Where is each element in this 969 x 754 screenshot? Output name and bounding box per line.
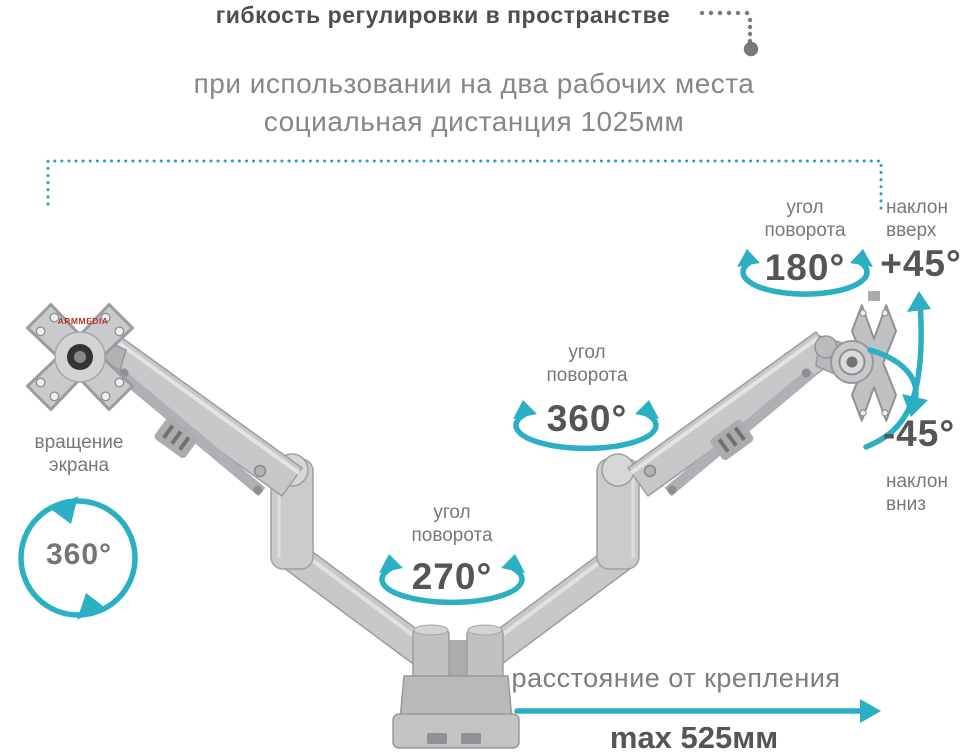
right-upper-arm-highlight bbox=[629, 336, 820, 475]
page-title: гибкость регулировки в пространстве bbox=[215, 2, 671, 28]
subtitle-line2: социальная дистанция 1025мм bbox=[263, 106, 685, 137]
annotation-arrowheads bbox=[52, 249, 931, 723]
base-tab-left bbox=[427, 733, 447, 744]
label-line: вращение bbox=[34, 432, 124, 453]
right-pivot-screw-bottom bbox=[667, 485, 677, 495]
subtitle-line1: при использовании на два рабочих места bbox=[193, 68, 755, 99]
right-cable-clip bbox=[710, 419, 754, 461]
arc-360 bbox=[513, 410, 659, 452]
right-pivot-screw-top bbox=[801, 368, 811, 378]
swivel-180-value: 180° bbox=[764, 247, 846, 288]
title-dots-decoration bbox=[699, 10, 759, 57]
label-line: экрана bbox=[48, 455, 110, 476]
dual-monitor-arm: ARMMEDIA bbox=[26, 291, 897, 749]
base-plate bbox=[392, 713, 520, 749]
arrowhead bbox=[907, 291, 931, 312]
tilt-up-label: наклон вверх bbox=[886, 196, 948, 242]
left-pivot-screw-bottom bbox=[253, 485, 263, 495]
circle-360 bbox=[18, 498, 138, 618]
reach-value: max 525мм bbox=[609, 720, 779, 754]
left-elbow-screw bbox=[253, 464, 267, 478]
arrowhead bbox=[501, 554, 525, 573]
tilt-down-value: -45° bbox=[882, 413, 956, 454]
label-line: поворота bbox=[764, 220, 846, 241]
arrowhead bbox=[860, 699, 881, 723]
base-column-right-cap bbox=[467, 624, 503, 636]
swivel-180-label: угол поворота bbox=[764, 196, 845, 242]
arc-180 bbox=[740, 259, 870, 297]
arrowhead bbox=[513, 400, 537, 419]
brand-logo: ARMMEDIA bbox=[58, 316, 109, 326]
screen-rotation-value: 360° bbox=[45, 538, 113, 571]
screen-rotation-label: вращение экрана bbox=[35, 431, 124, 477]
base-center-block bbox=[448, 640, 468, 684]
left-upper-arm bbox=[93, 331, 303, 497]
arrowhead bbox=[902, 394, 928, 417]
vesa-plate-right-edge bbox=[851, 291, 897, 422]
label-line: поворота bbox=[411, 525, 493, 546]
ball-joint-center bbox=[846, 356, 858, 368]
vesa-screw-holes bbox=[35, 312, 125, 402]
left-cable-clip bbox=[154, 417, 198, 459]
swivel-360-value: 360° bbox=[546, 398, 628, 439]
label-line: вверх bbox=[886, 220, 937, 241]
arrowhead bbox=[850, 249, 873, 267]
label-line: наклон bbox=[886, 197, 948, 218]
left-upper-arm-highlight bbox=[110, 336, 301, 475]
vesa-center-hole bbox=[74, 351, 86, 363]
label-line: угол bbox=[786, 197, 824, 218]
swivel-270-value: 270° bbox=[411, 556, 493, 597]
arrowhead bbox=[77, 593, 103, 620]
swivel-270-label: угол поворота bbox=[411, 501, 492, 547]
tilt-down-label: наклон вниз bbox=[886, 470, 948, 516]
reach-label: расстояние от крепления bbox=[511, 663, 841, 693]
left-gas-spring bbox=[114, 367, 266, 497]
label-line: наклон bbox=[886, 471, 948, 492]
arrowhead bbox=[379, 554, 403, 573]
right-elbow-screw bbox=[643, 464, 657, 478]
label-line: вниз bbox=[886, 494, 926, 515]
vesa-edge-holes bbox=[859, 309, 889, 417]
label-line: угол bbox=[433, 502, 471, 523]
distance-bracket-dotted bbox=[46, 159, 883, 213]
arrow-tilt-down bbox=[867, 347, 919, 407]
arrowhead bbox=[737, 249, 760, 267]
arrowhead bbox=[635, 400, 659, 419]
base-column-left-cap bbox=[413, 624, 449, 636]
right-upper-arm bbox=[627, 331, 837, 497]
label-line: поворота bbox=[546, 365, 628, 386]
vesa-plate-left: ARMMEDIA bbox=[26, 303, 134, 411]
base-tab-right bbox=[461, 733, 481, 744]
arc-270 bbox=[379, 564, 525, 606]
vesa-top-tab bbox=[868, 291, 880, 301]
arrowhead bbox=[52, 496, 78, 524]
swivel-360-label: угол поворота bbox=[546, 341, 627, 387]
tilt-up-value: +45° bbox=[880, 243, 962, 284]
label-line: угол bbox=[568, 342, 606, 363]
